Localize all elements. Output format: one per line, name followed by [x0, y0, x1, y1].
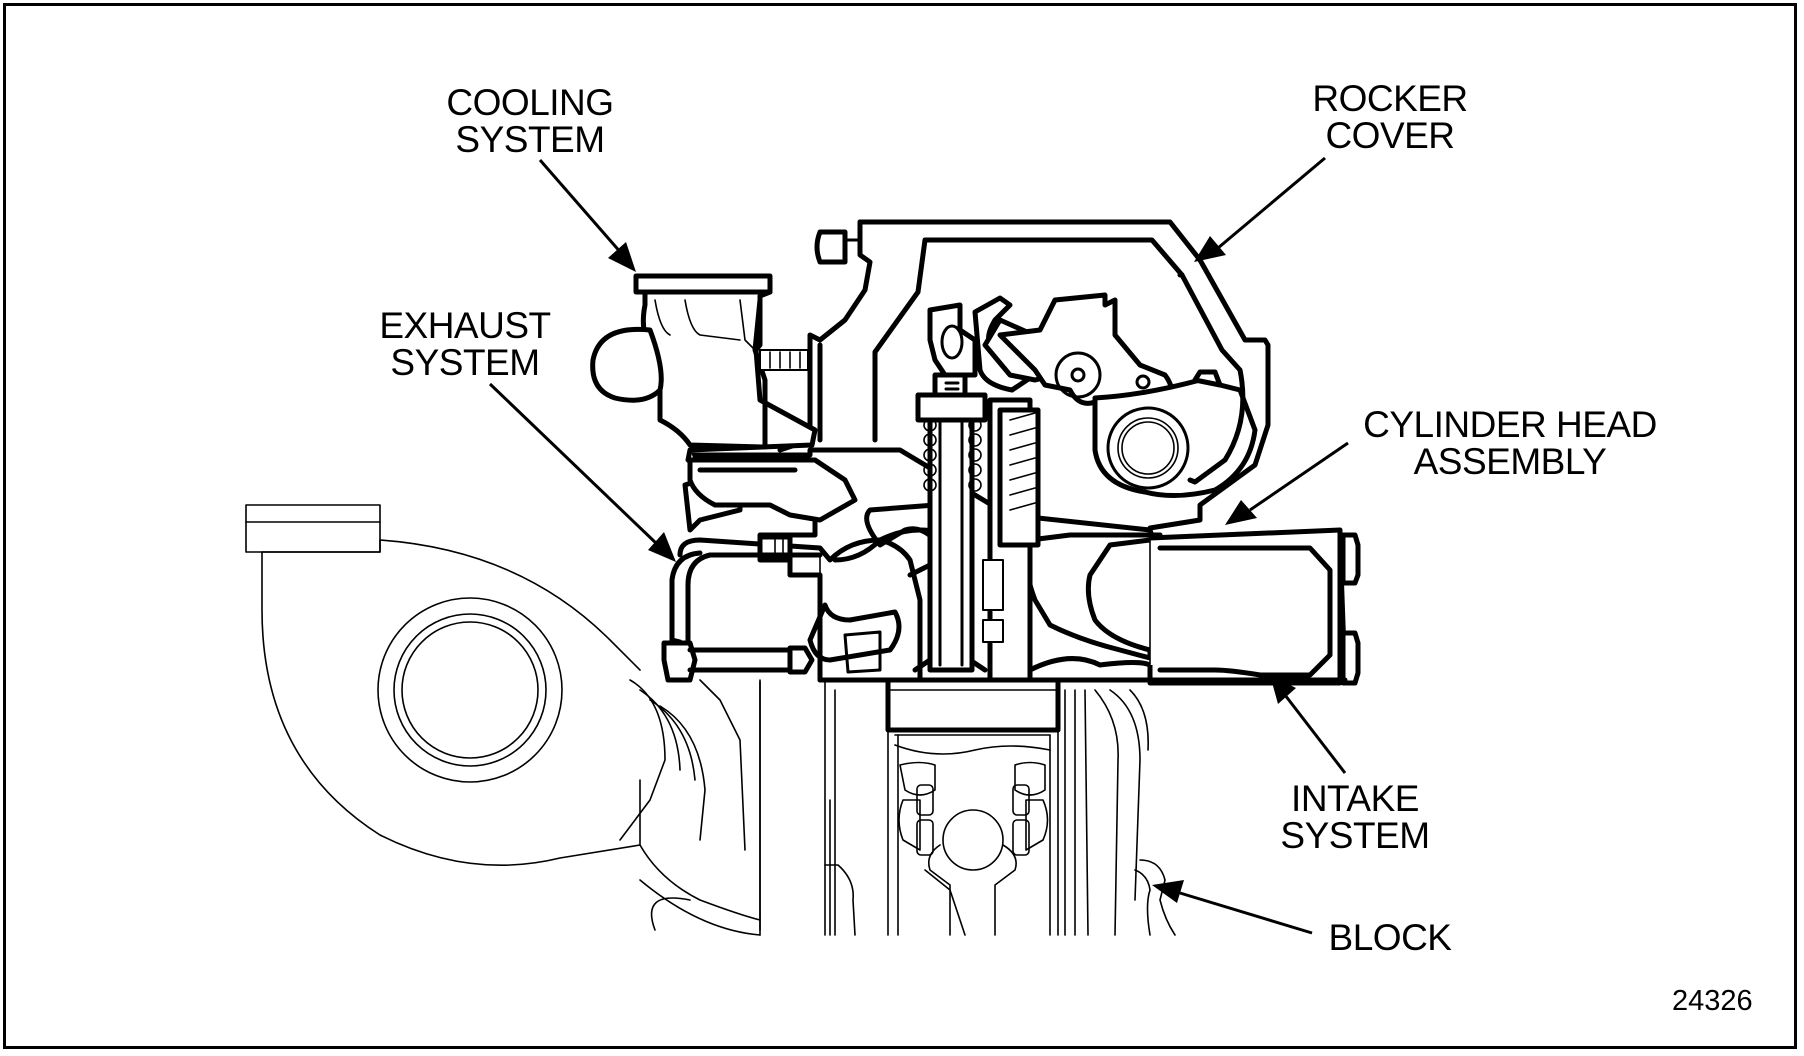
exhaust-leader [488, 382, 660, 547]
exhaust-pipe [661, 534, 823, 683]
cooling-manifold [590, 273, 858, 533]
label-cooling-line2: SYSTEM [455, 119, 605, 160]
label-intake-line1: INTAKE [1291, 778, 1419, 819]
figure-number: 24326 [1672, 985, 1753, 1017]
valve-assembly [915, 295, 1059, 683]
label-cooling-line1: COOLING [446, 82, 614, 123]
label-rocker-cover: ROCKER COVER [1290, 80, 1490, 154]
cooling-leader [538, 159, 624, 255]
intake-leader [1283, 694, 1347, 774]
cylinder-head-arrowhead [1225, 500, 1257, 525]
label-cooling-system: COOLING SYSTEM [430, 84, 630, 158]
leader-arrows [488, 156, 1349, 935]
rocker-arrowhead [1194, 236, 1226, 262]
intake-arrowhead [1270, 675, 1296, 704]
cylinder-head-leader [1249, 441, 1349, 512]
engine-block [759, 681, 1176, 936]
label-exhaust-system: EXHAUST SYSTEM [365, 307, 565, 381]
label-block: BLOCK [1300, 919, 1480, 956]
intake-manifold [1147, 527, 1361, 686]
label-intake-line2: SYSTEM [1280, 815, 1430, 856]
label-cylinder-head-line2: ASSEMBLY [1413, 441, 1607, 482]
label-cylinder-head-line1: CYLINDER HEAD [1363, 404, 1657, 445]
block-leader [1179, 891, 1313, 935]
label-intake-system: INTAKE SYSTEM [1255, 780, 1455, 854]
block-arrowhead [1152, 880, 1184, 903]
exhaust-arrowhead [648, 532, 676, 562]
cooling-arrowhead [608, 242, 636, 272]
deck [817, 677, 1348, 733]
label-cylinder-head-assembly: CYLINDER HEAD ASSEMBLY [1345, 406, 1675, 480]
label-rocker-line1: ROCKER [1312, 78, 1468, 119]
turbocharger [245, 504, 761, 936]
rocker-cover [777, 219, 1271, 531]
label-block-line1: BLOCK [1328, 917, 1452, 958]
label-exhaust-line1: EXHAUST [379, 305, 551, 346]
rocker-leader [1217, 156, 1326, 250]
label-rocker-line2: COVER [1325, 115, 1455, 156]
label-exhaust-line2: SYSTEM [390, 342, 540, 383]
